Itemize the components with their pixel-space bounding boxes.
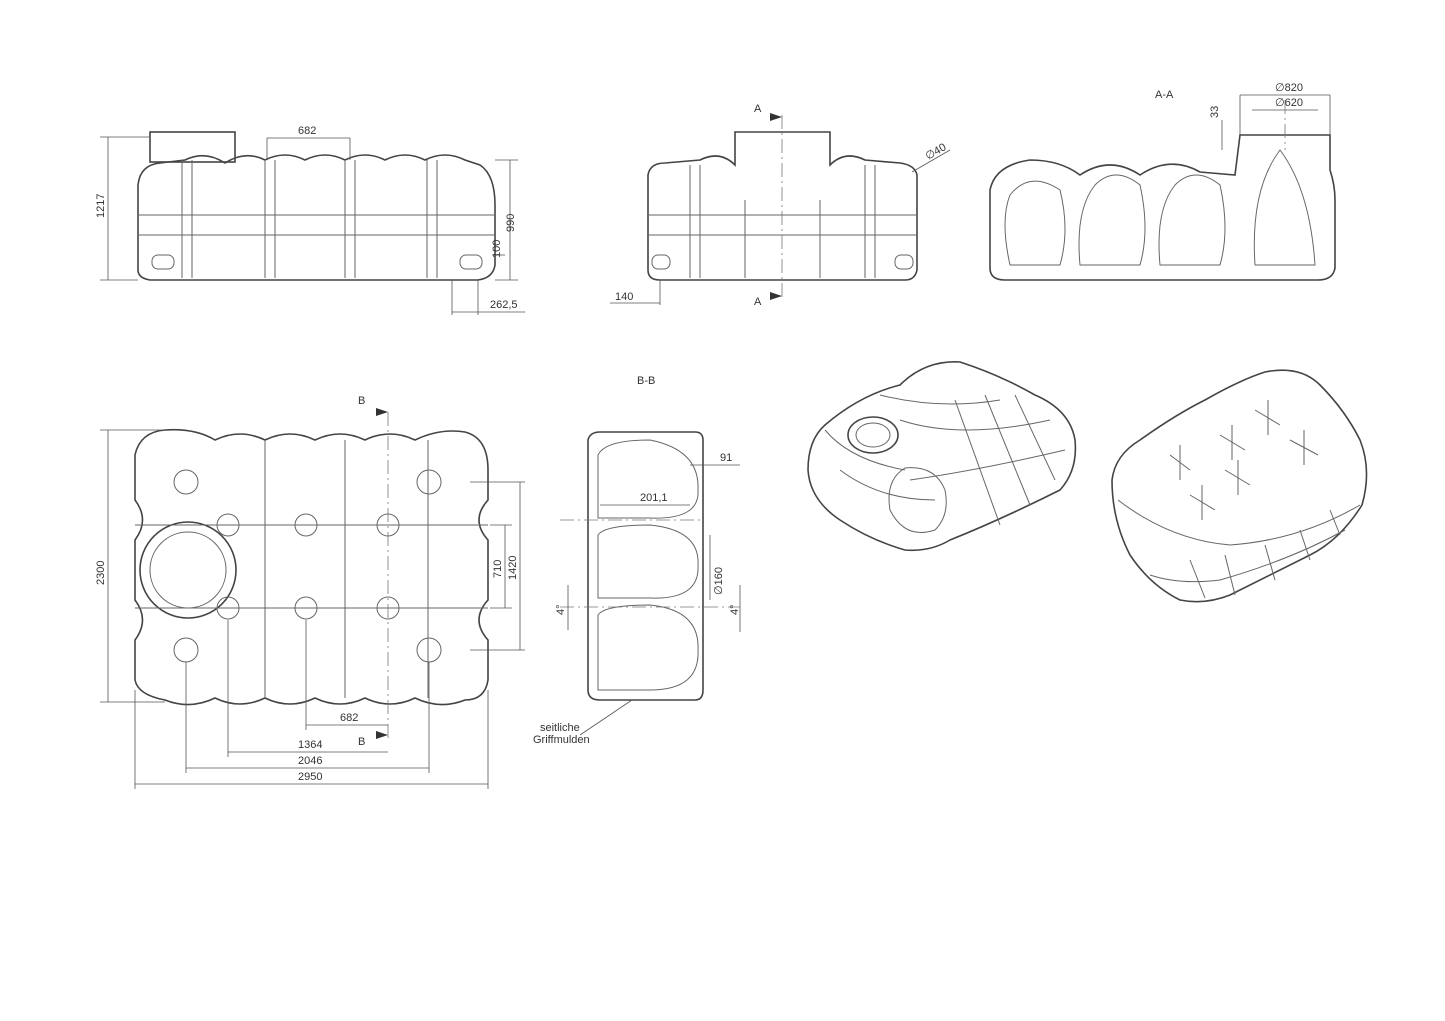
section-mark-b-top: B [358,395,365,407]
dim-front-foot: 140 [615,291,633,303]
dim-rib-pitch: 682 [298,125,316,137]
dim-foot-width: 262,5 [490,299,518,311]
dim-682-bottom: 682 [340,712,358,724]
isometric-view-bottom [1111,369,1368,603]
dim-710: 710 [492,560,504,578]
dim-160: ∅160 [713,567,725,595]
note-line1: seitliche [540,722,580,734]
dim-1420: 1420 [507,556,519,580]
note-line2: Griffmulden [533,734,590,746]
front-view: A A 140 ∅40 [610,103,951,308]
dim-dome-outer: ∅820 [1275,82,1303,94]
isometric-view-top [807,361,1077,552]
dim-pipe: ∅40 [924,141,949,162]
dim-foot-height: 100 [491,240,503,258]
dim-width: 2300 [95,561,107,585]
side-view: 1217 990 100 262,5 682 [95,125,525,315]
dim-length: 2950 [298,771,322,783]
section-aa-title: A-A [1155,89,1174,101]
section-mark-b-bottom: B [358,736,365,748]
section-mark-a-top: A [754,103,762,115]
dim-angle-left: 4° [555,604,567,615]
dim-height-total: 1217 [95,194,107,218]
dim-angle-right: 4° [729,604,741,615]
section-bb-title: B-B [637,375,655,387]
section-mark-a-bottom: A [754,296,762,308]
section-aa-view: A-A ∅820 ∅620 33 [989,82,1336,281]
section-bb-view: B-B 91 201,1 ∅160 4° 4° seitliche Griffm… [533,375,741,746]
dim-91: 91 [720,452,732,464]
top-view: B B 2300 710 1420 682 1364 2046 2950 [95,395,525,789]
dim-201: 201,1 [640,492,668,504]
dim-1364: 1364 [298,739,322,751]
dim-2046: 2046 [298,755,322,767]
dim-dome-inner: ∅620 [1275,97,1303,109]
dim-height-body: 990 [505,214,517,232]
dim-rim: 33 [1209,106,1221,118]
